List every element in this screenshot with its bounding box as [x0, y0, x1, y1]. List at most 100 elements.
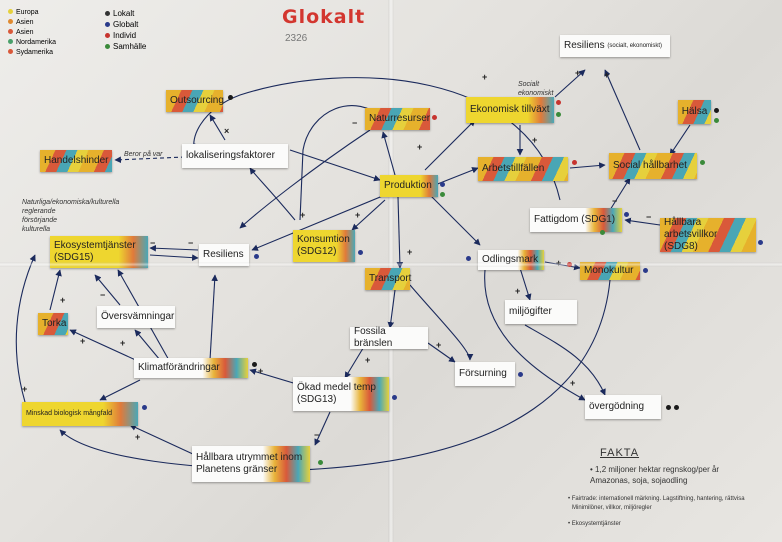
annotation-ekosystem-2: reglerande — [22, 208, 56, 215]
sign-label: + — [300, 210, 306, 220]
edge-klimat-torka — [69, 329, 141, 363]
legend-item: Nordamerika — [8, 38, 56, 48]
sign-label: + — [417, 142, 423, 152]
sign-label: − — [150, 238, 156, 248]
sign-label: + — [482, 72, 488, 82]
sign-label: + — [258, 366, 264, 376]
node-overgodning: övergödning — [585, 395, 661, 419]
annotation-beror-pa-var: Beror på var — [124, 151, 163, 158]
node-produktion: Produktion — [380, 175, 438, 197]
sign-label: − — [612, 196, 618, 206]
sign-label: + — [407, 247, 413, 257]
sign-label: + — [604, 70, 610, 80]
edge-produktion-resiliensmid — [251, 194, 386, 251]
node-arbetstillfallen: Arbetstillfällen — [478, 157, 568, 181]
node-fossila-branslen: Fossila bränslen — [350, 326, 428, 349]
node-konsumtion: Konsumtion(SDG12) — [293, 230, 355, 262]
node-lokaliseringsfaktorer: lokaliseringsfaktorer — [182, 144, 288, 168]
sign-label: − — [188, 238, 194, 248]
node-halsa: Hälsa — [678, 100, 711, 124]
sign-label: − — [646, 212, 652, 222]
edge-odling-overgodning — [484, 269, 586, 401]
fakta-line: • Ekosystemtjänster — [568, 521, 621, 527]
edge-arbete-social — [569, 162, 606, 169]
pin-dot-icon — [666, 405, 671, 410]
sign-label: + — [120, 338, 126, 348]
legend-dot-icon — [8, 19, 13, 24]
edge-handelshinder — [114, 156, 186, 164]
pin-dot-icon — [643, 268, 648, 273]
fakta-line: Minimilöner, villkor, miljöregler — [572, 505, 652, 511]
sign-label: − — [352, 118, 358, 128]
annotation-ekosystem-4: kulturella — [22, 226, 51, 233]
edge-klimat-resilien — [209, 274, 218, 361]
fakta-line: • Fairtrade: internationell märkning. La… — [568, 496, 745, 502]
node-naturresurser: Naturresurser — [365, 108, 430, 130]
legend-item: Individ — [105, 30, 146, 41]
node-transport: Transport — [365, 268, 411, 290]
sign-label: + — [570, 378, 576, 388]
fakta-line: • 1,2 miljoner hektar regnskog/per år — [590, 465, 720, 474]
edge-fossila-okad — [344, 344, 366, 379]
node-forsurning: Försurning — [455, 362, 515, 386]
edge-social-resiliens — [604, 69, 641, 151]
edge-minskad-ekoloop — [15, 254, 36, 403]
edge-lokal-produktion — [289, 149, 381, 182]
edge-halsa-social — [669, 124, 691, 156]
legend-dot-icon — [105, 44, 110, 49]
fakta-line: Amazonas, soja, sojaodling — [590, 476, 688, 485]
node-odlingsmark: Odlingsmark — [478, 250, 544, 270]
pin-dot-icon — [758, 240, 763, 245]
pin-dot-icon — [228, 95, 233, 100]
node-ekonomisk-tillvaxt: Ekonomisk tillväxt — [466, 97, 554, 123]
edge-naturresurser-eko — [239, 129, 371, 229]
node-social-hallbarhet: Social hållbarhet — [609, 153, 697, 179]
pin-dot-icon — [556, 100, 561, 105]
fakta-title: FAKTA — [600, 447, 640, 459]
pin-dot-icon — [466, 256, 471, 261]
sign-label: + — [515, 286, 521, 296]
node-handelshinder: Handelshinder — [40, 150, 112, 172]
pin-dot-icon — [440, 182, 445, 187]
edge-resiliensmid-eko — [149, 244, 199, 252]
legend-dot-icon — [105, 22, 110, 27]
sign-label: + — [80, 336, 86, 346]
node-torka: Torka — [38, 313, 68, 335]
pin-dot-icon — [254, 254, 259, 259]
pin-dot-icon — [318, 460, 323, 465]
sign-label: + — [575, 68, 581, 78]
legend-dot-icon — [105, 11, 110, 16]
sign-label: + — [60, 295, 66, 305]
pin-dot-icon — [714, 118, 719, 123]
pin-dot-icon — [556, 112, 561, 117]
pin-dot-icon — [567, 262, 572, 267]
edge-produktion-outsourcing-arc — [189, 77, 561, 201]
sign-label: + — [365, 355, 371, 365]
pin-dot-icon — [142, 405, 147, 410]
legend-item: Sydamerika — [8, 48, 56, 58]
legend-regions: Europa Asien Asien Nordamerika Sydamerik… — [8, 8, 56, 58]
edge-torka-eko — [49, 269, 62, 311]
node-ekosystemtjanster: Ekosystemtjänster(SDG15) — [50, 236, 148, 268]
pin-dot-icon — [714, 108, 719, 113]
sign-label: + — [532, 135, 538, 145]
pin-dot-icon — [252, 362, 257, 367]
edge-villkor-fattigdom — [624, 217, 661, 226]
node-outsourcing: Outsourcing — [166, 90, 224, 112]
legend-item: Europa — [8, 8, 56, 18]
annotation-tillvaxt: Socialt ekonomiskt — [518, 81, 554, 97]
edge-produktion-transport — [396, 196, 404, 269]
legend-dot-icon — [8, 49, 13, 54]
edge-miljogifter-overgodning — [524, 324, 606, 396]
sign-label: + — [436, 340, 442, 350]
node-minskad-biologisk: Minskad biologisk mångfald — [22, 402, 138, 426]
pin-dot-icon — [358, 250, 363, 255]
node-okad-medeltemp: Ökad medel temp(SDG13) — [293, 377, 389, 411]
edge-transport-fossila — [387, 289, 396, 329]
pin-dot-icon — [572, 160, 577, 165]
legend-scope: Lokalt Globalt Individ Samhälle — [105, 8, 146, 52]
edge-lokal-outsourcing — [209, 114, 226, 141]
pin-dot-icon — [674, 405, 679, 410]
